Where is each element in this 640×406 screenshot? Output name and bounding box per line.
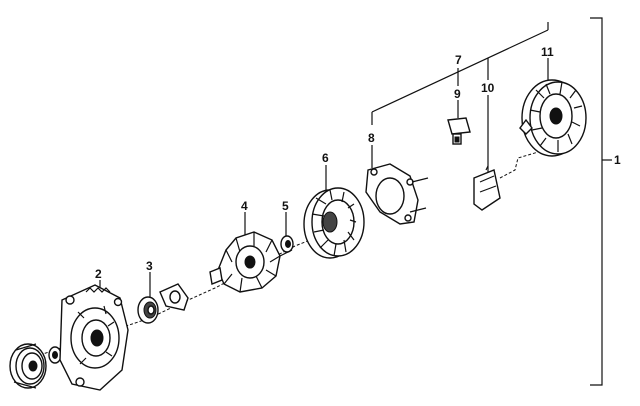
callout-9: 9 — [454, 87, 461, 101]
callout-2: 2 — [95, 267, 102, 281]
rear-bearing — [280, 235, 294, 253]
callout-7: 7 — [455, 53, 462, 67]
callout-1: 1 — [614, 153, 621, 167]
rear-cover — [519, 79, 587, 157]
regulator — [473, 165, 501, 211]
brush — [447, 117, 471, 145]
callout-6: 6 — [322, 151, 329, 165]
bearing-retainer — [159, 283, 189, 311]
callout-8: 8 — [368, 131, 375, 145]
front-bearing — [137, 296, 159, 324]
front-housing — [59, 284, 129, 391]
assembly-bracket — [590, 17, 612, 386]
callout-10: 10 — [481, 81, 495, 95]
rotor — [209, 231, 293, 293]
callout-3: 3 — [146, 259, 153, 273]
assembly-axis — [39, 149, 546, 356]
pulley — [9, 343, 47, 389]
stator — [303, 187, 365, 259]
callout-11: 11 — [541, 45, 554, 59]
callout-5: 5 — [282, 199, 289, 213]
pulley-nut — [48, 346, 62, 364]
callout-4: 4 — [241, 199, 248, 213]
rectifier-plate — [365, 163, 429, 225]
